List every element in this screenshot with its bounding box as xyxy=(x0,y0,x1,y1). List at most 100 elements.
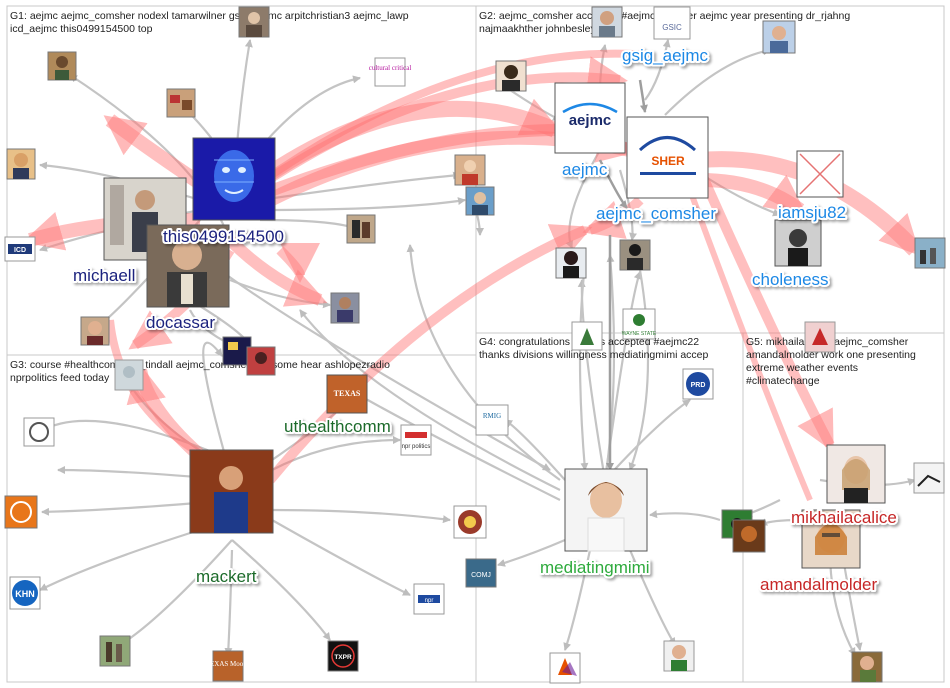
node-aejmc-image[interactable]: aejmc xyxy=(555,83,625,153)
small-icon-text: TXPR xyxy=(334,654,352,661)
edge xyxy=(650,513,720,520)
avatar[interactable] xyxy=(733,520,765,552)
group-title-line: G3: course #healthcomm dr_tindall aejmc_… xyxy=(10,359,390,371)
node-label-mediatingmimi[interactable]: mediatingmimi xyxy=(540,558,650,577)
small-icon-text: TEXAS Moody xyxy=(206,660,251,668)
khn-logo[interactable]: KHN xyxy=(10,577,40,609)
avatar[interactable] xyxy=(852,652,882,682)
cultural-critical-logo[interactable]: cultural critical xyxy=(369,58,412,86)
node-label-aejmc-comsher[interactable]: aejmc_comsher xyxy=(596,204,716,223)
small-icon-text: WAYNE STATE xyxy=(622,331,657,337)
npr-politics-logo[interactable]: npr politics xyxy=(401,425,431,455)
edge xyxy=(260,200,465,210)
avatar[interactable] xyxy=(455,155,485,185)
node-label-uthealthcomm[interactable]: uthealthcomm xyxy=(284,417,391,436)
node-iamsju82-image[interactable] xyxy=(797,151,843,197)
group-title-line: najmaakhther johnbesley xyxy=(479,23,596,35)
node-mikhailacalice-image[interactable] xyxy=(827,445,885,503)
node-label-mikhailacalice[interactable]: mikhailacalice xyxy=(791,508,897,527)
small-icon-text: npr xyxy=(425,598,434,604)
node-label-choleness[interactable]: choleness xyxy=(752,270,829,289)
avatar[interactable] xyxy=(572,322,602,350)
edge xyxy=(350,390,560,500)
node-uthealthcomm-image[interactable]: TEXAS xyxy=(327,375,367,413)
avatar[interactable] xyxy=(805,322,835,352)
aejmc-logo-text: aejmc xyxy=(569,112,612,129)
avatar[interactable] xyxy=(100,636,130,666)
avatar[interactable] xyxy=(347,215,375,243)
edge-red xyxy=(280,250,300,275)
avatar[interactable] xyxy=(331,293,359,323)
avatar[interactable] xyxy=(550,653,580,683)
group-title-line: extreme weather events xyxy=(746,362,858,374)
node-label-this0499154500[interactable]: this0499154500 xyxy=(163,227,284,246)
group-title-line: G1: aejmc aejmc_comsher nodexl tamarwiln… xyxy=(10,10,409,22)
svg-text:TEXAS: TEXAS xyxy=(334,389,361,398)
node-choleness-image[interactable] xyxy=(775,220,821,266)
group-title-line: nprpolitics feed today xyxy=(10,372,110,384)
edge xyxy=(120,540,232,645)
avatar[interactable] xyxy=(115,360,143,390)
node-label-docassar[interactable]: docassar xyxy=(146,313,215,332)
edge xyxy=(580,265,585,470)
edge-red xyxy=(110,320,232,470)
texas-moody-logo[interactable]: TEXAS Moody xyxy=(206,651,251,681)
node-label-michaell[interactable]: michaell xyxy=(73,266,135,285)
avatar[interactable] xyxy=(556,248,586,278)
small-icon-text: npr politics xyxy=(402,444,431,450)
edge xyxy=(232,540,330,640)
small-icon-text: PRD xyxy=(691,382,706,389)
edge xyxy=(605,400,690,480)
small-icon-text: KHN xyxy=(15,589,35,599)
comj-logo[interactable]: COMJ xyxy=(466,559,496,587)
avatar[interactable] xyxy=(5,496,37,528)
node-mackert-image[interactable] xyxy=(190,450,273,533)
gsic-logo[interactable]: GSIC xyxy=(654,7,690,39)
small-icon-text: GSIC xyxy=(662,23,682,32)
avatar[interactable] xyxy=(7,149,35,179)
avatar[interactable] xyxy=(247,347,275,375)
edge xyxy=(228,550,232,655)
small-icon-text: cultural critical xyxy=(369,64,412,72)
svg-text:SHER: SHER xyxy=(651,154,685,168)
edge-red xyxy=(230,240,320,300)
txpr-logo[interactable]: TXPR xyxy=(328,641,358,671)
small-icon-text: COMJ xyxy=(471,572,491,579)
node-label-mackert[interactable]: mackert xyxy=(196,567,257,586)
avatar[interactable] xyxy=(24,418,54,446)
avatar[interactable] xyxy=(915,238,945,268)
rmig-logo[interactable]: RMIG xyxy=(476,405,508,435)
avatar[interactable] xyxy=(914,463,944,493)
avatar[interactable] xyxy=(81,317,109,345)
npr-logo[interactable]: npr xyxy=(414,584,444,614)
avatar[interactable] xyxy=(496,61,526,91)
node-aejmc-comsher-image[interactable]: SHER xyxy=(627,117,708,198)
icd-logo[interactable]: ICD xyxy=(5,237,35,261)
node-this0499154500-image[interactable] xyxy=(193,138,275,220)
node-label-aejmc[interactable]: aejmc xyxy=(562,160,608,179)
prd-logo[interactable]: PRD xyxy=(683,369,713,399)
avatar[interactable] xyxy=(454,506,486,538)
avatar[interactable] xyxy=(466,187,494,215)
avatar[interactable] xyxy=(167,89,195,117)
node-label-gsig-aejmc[interactable]: gsig_aejmc xyxy=(622,46,708,65)
small-icon-text: ICD xyxy=(14,247,26,254)
group-title-line: #climatechange xyxy=(746,375,820,387)
avatar[interactable] xyxy=(664,641,694,671)
avatar[interactable] xyxy=(763,21,795,53)
small-icon-text: RMIG xyxy=(483,412,501,420)
edge xyxy=(272,510,450,520)
edge xyxy=(640,80,645,112)
node-label-iamsju82[interactable]: iamsju82 xyxy=(778,203,846,222)
avatar[interactable] xyxy=(48,52,76,80)
node-label-amandalmolder[interactable]: amandalmolder xyxy=(760,575,878,594)
wayne-state-logo[interactable]: WAYNE STATE xyxy=(622,309,657,339)
edge xyxy=(582,280,605,480)
avatar[interactable] xyxy=(239,7,269,37)
avatar[interactable] xyxy=(592,7,622,37)
avatar[interactable] xyxy=(620,240,650,270)
group-title-g1: G1: aejmc aejmc_comsher nodexl tamarwiln… xyxy=(10,10,412,35)
node-mediatingmimi-image[interactable] xyxy=(565,469,647,551)
edge xyxy=(272,520,410,595)
